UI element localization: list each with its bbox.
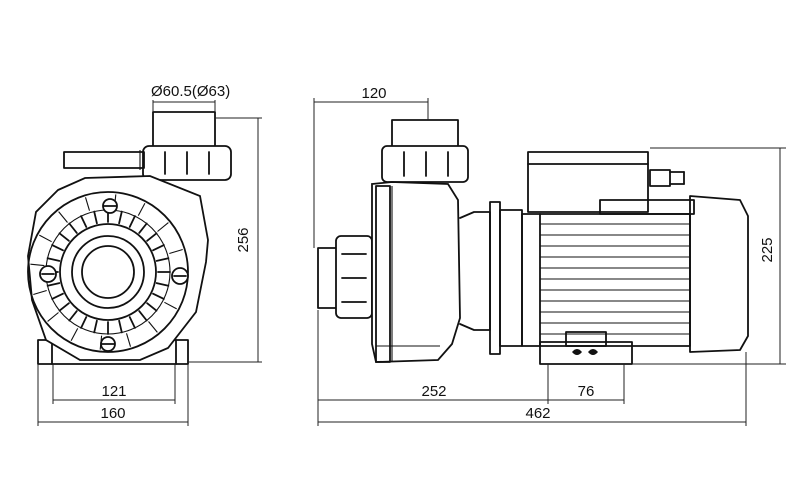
ring-lug [58, 302, 70, 312]
side-mid-length-label: 252 [421, 383, 446, 400]
ring-lug [155, 282, 170, 287]
ring-lug [138, 222, 148, 234]
ring-lug [146, 232, 158, 242]
ring-lug [93, 210, 98, 225]
ring-lug [155, 257, 170, 262]
ring-lug [51, 292, 64, 300]
ring-rib [47, 312, 59, 322]
front-height-label: 256 [235, 227, 252, 252]
ring-lug [138, 310, 148, 322]
ring-lug [51, 244, 64, 252]
ring-lug [68, 222, 78, 234]
ring-lug [146, 302, 158, 312]
ring-rib [164, 301, 177, 310]
ring-rib [39, 234, 52, 243]
front-ring-lugs [30, 194, 186, 350]
ring-rib [70, 328, 79, 341]
front-bolts [39, 198, 189, 352]
ring-rib [169, 248, 183, 255]
ring-lug [80, 316, 88, 329]
front-outer-width-label: 160 [100, 405, 125, 422]
ring-lug [128, 316, 136, 329]
ring-rib [84, 197, 91, 211]
ring-rib [148, 321, 158, 333]
side-total-length-label: 462 [525, 405, 550, 422]
front-inner-width-label: 121 [101, 383, 126, 400]
ring-lug [46, 257, 61, 262]
side-foot-width-label: 76 [578, 383, 595, 400]
ring-rib [33, 289, 47, 296]
ring-lug [118, 319, 123, 334]
ring-lug [128, 215, 136, 228]
side-view: 120 225 252 76 462 [313, 85, 786, 426]
ring-rib [157, 222, 169, 232]
ring-lug [152, 244, 165, 252]
ring-lug [46, 282, 61, 287]
motor-cooling-fins [540, 223, 690, 335]
ring-lug [68, 310, 78, 322]
ring-rib [30, 263, 45, 267]
ring-lug [58, 232, 70, 242]
port-diameter-label: Ø60.5(Ø63) [151, 83, 230, 100]
ring-lug [93, 319, 98, 334]
ring-rib [137, 203, 146, 216]
ring-lug [118, 210, 123, 225]
side-height-label: 225 [759, 237, 776, 262]
ring-rib [58, 211, 68, 223]
side-inlet-offset-label: 120 [361, 85, 386, 102]
ring-lug [152, 292, 165, 300]
ring-lug [80, 215, 88, 228]
front-view: Ø60.5(Ø63) 256 121 160 [27, 83, 262, 426]
ring-rib [125, 333, 132, 347]
